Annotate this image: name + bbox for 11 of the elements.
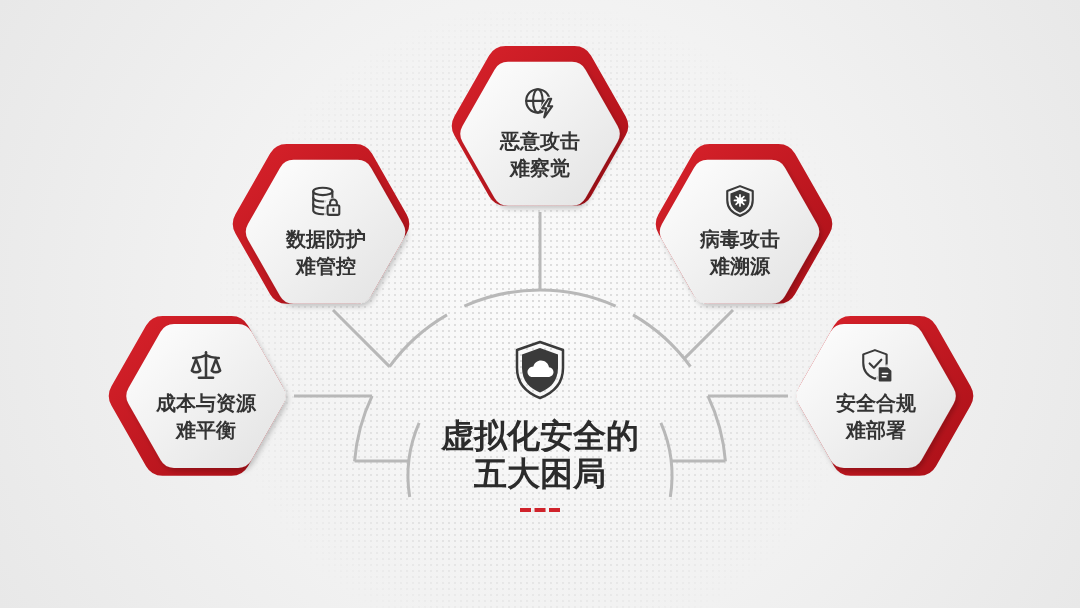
connector-line xyxy=(538,212,542,290)
connector-line xyxy=(294,394,373,398)
hex-label: 安全合规难部署 xyxy=(835,391,917,443)
hub-title: 虚拟化安全的五大困局 xyxy=(440,417,640,493)
hex-label: 恶意攻击难察觉 xyxy=(498,129,581,181)
hex-label: 数据防护难管控 xyxy=(285,227,367,279)
connector-line xyxy=(331,308,391,368)
connector-line xyxy=(707,394,788,398)
hex-label: 病毒攻击难溯源 xyxy=(699,227,781,279)
hex-label: 成本与资源难平衡 xyxy=(155,391,257,443)
connector-line xyxy=(683,308,735,360)
